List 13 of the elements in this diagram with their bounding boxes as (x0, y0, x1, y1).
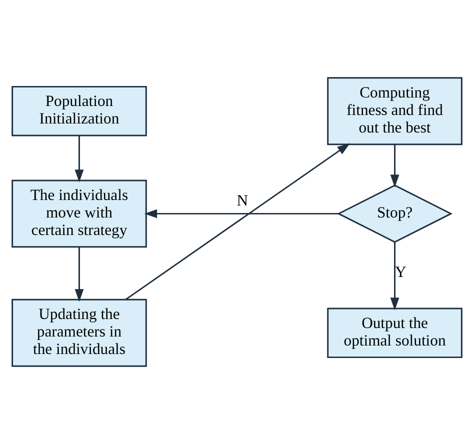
arrow (390, 242, 400, 310)
arrow (390, 144, 400, 187)
node-diamond: Stop? (336, 184, 453, 242)
node-box: Updating the parameters in the individuals (12, 298, 147, 366)
arrow (74, 246, 84, 302)
node-box: The individuals move with certain strategy (12, 179, 147, 248)
arrow (125, 142, 350, 300)
edge-label: N (236, 192, 248, 210)
node-box: Computing fitness and find out the best (327, 76, 462, 145)
node-box: Output the optimal solution (327, 307, 462, 358)
arrow (74, 135, 84, 182)
node-box: Population Initialization (12, 85, 147, 136)
arrow (144, 208, 338, 218)
